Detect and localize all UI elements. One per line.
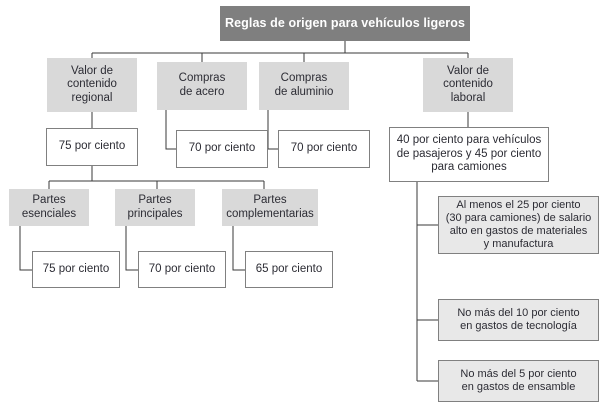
node-acero-percentage: 70 por ciento	[176, 130, 268, 168]
line-complementarias-to-value	[232, 226, 245, 271]
node-valor-contenido-regional: Valor de contenido regional	[47, 58, 137, 112]
line-aluminio-to-value	[267, 110, 278, 150]
node-root-title: Reglas de origen para vehículos ligeros	[220, 6, 470, 41]
line-acero-to-value	[165, 110, 176, 150]
node-compras-de-acero: Compras de acero	[157, 62, 247, 110]
node-aluminio-percentage: 70 por ciento	[278, 130, 370, 168]
node-tecnologia-detail: No más del 10 por ciento en gastos de te…	[438, 299, 599, 341]
node-complementarias-percentage: 65 por ciento	[245, 251, 333, 288]
node-partes-complementarias: Partes complementarias	[222, 189, 318, 226]
node-esenciales-percentage: 75 por ciento	[32, 251, 120, 288]
node-principales-percentage: 70 por ciento	[138, 251, 226, 288]
node-vcl-percentage: 40 por ciento para vehículos de pasajero…	[389, 127, 549, 182]
node-salario-alto-detail: Al menos el 25 por ciento (30 para camio…	[438, 196, 599, 254]
node-compras-de-aluminio: Compras de aluminio	[259, 62, 349, 110]
node-partes-esenciales: Partes esenciales	[9, 189, 89, 226]
node-valor-contenido-laboral: Valor de contenido laboral	[423, 58, 513, 112]
node-vcr-percentage: 75 por ciento	[46, 128, 138, 166]
node-partes-principales: Partes principales	[115, 189, 195, 226]
line-principales-to-value	[125, 226, 138, 271]
node-ensamble-detail: No más del 5 por ciento en gastos de ens…	[438, 360, 599, 402]
line-esenciales-to-value	[19, 226, 32, 271]
